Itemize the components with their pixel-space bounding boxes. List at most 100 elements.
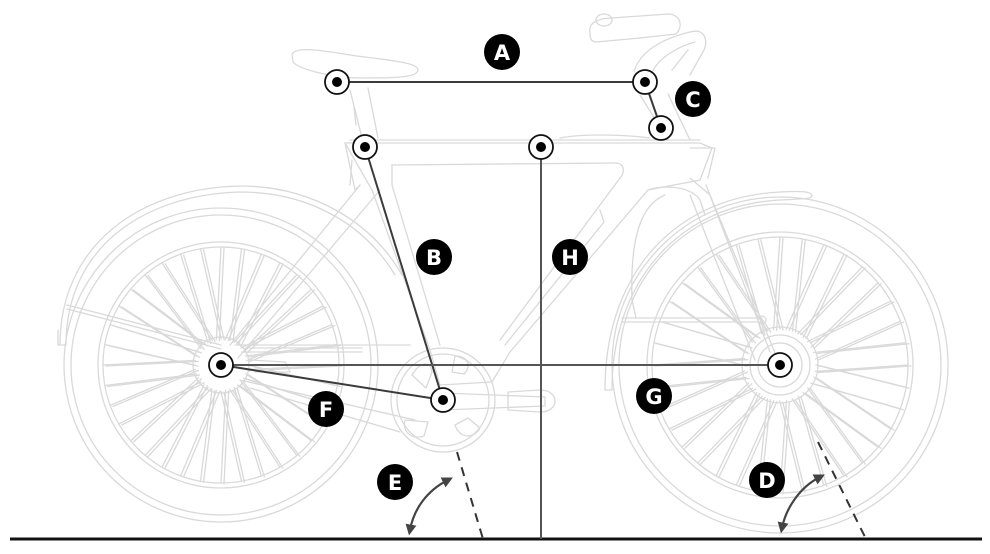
badge-b: B [416, 239, 452, 275]
front-wheel-spoke [802, 392, 879, 448]
badge-f-label: F [319, 398, 333, 422]
front-wheel-spoke [814, 320, 901, 360]
front-wheel-spoke [785, 244, 825, 331]
front-wheel-spoke [817, 365, 912, 374]
seat-stay [229, 184, 361, 346]
front-wheel-spoke [814, 364, 909, 373]
rear-wheel-spoke [118, 381, 202, 425]
front-wheel-spoke [813, 376, 892, 430]
rear-wheel-spoke [199, 388, 213, 482]
rear-wheel-spoke [121, 306, 201, 358]
front-wheel-spoke [671, 301, 750, 355]
front-wheel-spoke [697, 395, 763, 464]
front-wheel-spoke [816, 343, 910, 355]
fork [705, 184, 771, 353]
marker-rear-axle-point [208, 352, 234, 378]
front-wheel-spoke [772, 236, 781, 331]
front-wheel-spoke [668, 300, 747, 354]
front-wheel-spoke [757, 238, 781, 330]
rear-wheel-spoke [144, 273, 202, 350]
front-wheel-spoke [656, 377, 750, 389]
seat-angle-dash [456, 451, 484, 540]
measurement-markers [208, 69, 793, 413]
front-wheel-spoke [651, 357, 746, 366]
badge-d-label: D [758, 469, 775, 493]
front-wheel-spoke [800, 267, 866, 336]
rear-wheel-spoke [244, 343, 338, 357]
marker-seat-tube-top-point [352, 134, 378, 160]
rear-wheel-spoke [229, 248, 243, 342]
front-wheel-spoke [718, 392, 761, 478]
badge-h-label: H [561, 246, 579, 270]
marker-handlebar-point [632, 69, 658, 95]
rear-wheel-spoke [232, 249, 246, 343]
front-wheel-spoke [681, 382, 750, 448]
rear-wheel-spoke [202, 389, 216, 483]
rear-wheel-spoke [118, 305, 198, 357]
rear-wheel-spoke [236, 274, 301, 345]
rear-fender [65, 191, 396, 346]
measure-line-b [364, 146, 444, 401]
front-wheel-spoke [806, 300, 892, 343]
front-wheel-spoke [684, 283, 761, 339]
rear-wheel-spoke [179, 253, 209, 344]
rear-wheel-spoke [182, 254, 212, 345]
front-wheel-spoke [797, 266, 863, 335]
rear-wheel-spoke [233, 386, 263, 477]
badge-e: E [377, 464, 413, 500]
front-wheel-spoke [700, 396, 766, 465]
rear-wheel-spoke [236, 387, 266, 478]
rear-wheel-spoke [248, 324, 336, 363]
marker-top-tube-mid-point [528, 134, 554, 160]
stem [633, 30, 707, 76]
rear-wheel-spoke [121, 382, 205, 426]
front-wheel-spoke [735, 399, 775, 486]
front-wheel-spoke [659, 370, 746, 410]
rear-wheel-spoke [243, 306, 327, 350]
badge-h: H [552, 239, 588, 275]
badge-g: G [636, 378, 672, 414]
bike-outline [57, 13, 949, 534]
front-wheel-spoke [662, 321, 753, 349]
rear-wheel-spoke [132, 289, 209, 347]
measure-line-f [220, 364, 444, 401]
front-wheel-spoke [794, 399, 848, 478]
handlebar [589, 13, 681, 43]
front-wheel-spoke [738, 400, 778, 487]
badge-f: F [308, 391, 344, 427]
head-angle-arc [777, 474, 825, 534]
rear-wheel-spoke [144, 386, 209, 457]
marker-stem-base-point [648, 115, 674, 141]
front-wheel-spoke [671, 388, 757, 431]
front-wheel-spoke [800, 396, 828, 487]
rear-wheel-spoke [179, 389, 218, 477]
front-wheel-spoke [813, 283, 882, 349]
rear-wheel-spoke [147, 274, 205, 351]
marker-front-axle-point [767, 352, 793, 378]
badge-c: C [675, 81, 711, 117]
rear-wheel-spoke [215, 246, 222, 341]
front-wheel-spoke [791, 238, 803, 332]
front-wheel-spoke [775, 237, 784, 332]
rear-wheel-spoke [240, 305, 324, 349]
front-wheel-spoke [813, 383, 904, 411]
badge-b-label: B [426, 246, 442, 270]
rear-wheel-spoke [104, 373, 198, 387]
front-wheel-spoke [805, 254, 848, 340]
front-wheel-spoke [668, 387, 754, 430]
front-wheel-spoke [788, 245, 828, 332]
badge-e-label: E [388, 471, 402, 495]
front-wheel-spoke [817, 321, 904, 361]
rear-wheel-spoke [243, 381, 301, 458]
front-wheel-spoke [797, 395, 825, 486]
front-wheel-spoke [715, 391, 758, 477]
rear-wheel-spoke [147, 387, 212, 458]
front-wheel-spoke [810, 388, 866, 465]
badge-g-label: G [645, 385, 662, 409]
marker-bottom-bracket-point [430, 387, 456, 413]
front-wheel-spoke [760, 239, 784, 331]
badge-a: A [484, 34, 520, 70]
rear-wheel-spoke [107, 374, 201, 388]
front-wheel-spoke [700, 267, 756, 344]
measurement-lines [220, 81, 867, 540]
